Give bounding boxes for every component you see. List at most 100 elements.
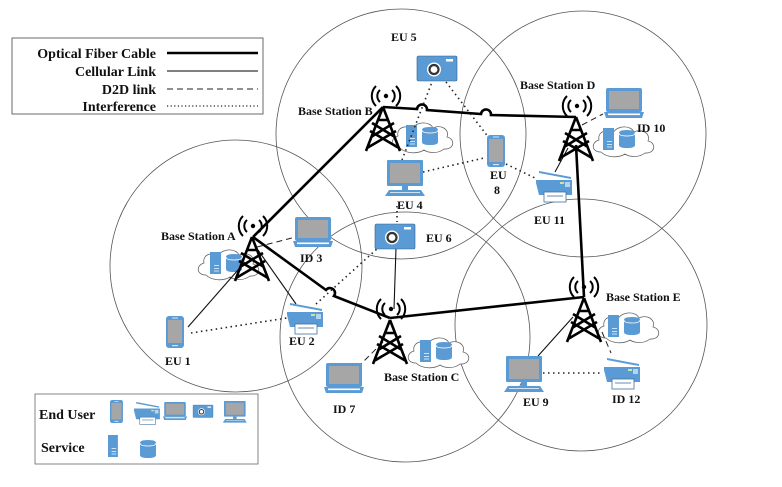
legend-camera-icon (192, 404, 214, 418)
base-station-d[interactable]: Base Station D (520, 78, 596, 163)
legend-desktop-icon (222, 401, 247, 423)
device-eu4[interactable]: EU 4 (385, 160, 425, 212)
link-legend-box (11, 37, 264, 115)
device-eu6[interactable]: EU 6 (374, 223, 452, 250)
device-id10[interactable]: ID 10 (604, 88, 665, 135)
desktop-icon (504, 356, 544, 392)
printer-icon (535, 170, 573, 203)
device-eu4-label: EU 4 (397, 198, 423, 212)
interference-eu8-eu11 (505, 163, 536, 179)
base-station-c-label: Base Station C (384, 370, 459, 384)
legend-database-icon (139, 439, 157, 459)
device-eu1-label: EU 1 (165, 354, 191, 368)
smartphone-icon (487, 135, 505, 167)
cell-tower-icon (371, 318, 409, 366)
d2d-link-d-id10 (581, 113, 604, 126)
service-cloud-a (197, 249, 260, 281)
device-id3[interactable]: ID 3 (293, 217, 333, 265)
device-eu6-label: EU 6 (426, 231, 452, 245)
server-icon (603, 128, 614, 150)
cell-tower-icon (565, 296, 603, 344)
device-id3-label: ID 3 (300, 251, 322, 265)
legend-laptop-icon (163, 402, 187, 420)
camera-icon (374, 223, 416, 250)
fiber-link-b-d (382, 103, 577, 119)
device-eu8-label-line1: EU (490, 168, 507, 182)
laptop-icon (324, 363, 364, 393)
fiber-link-a-c (252, 235, 391, 320)
interference-eu4-eu8 (422, 157, 485, 173)
device-id12[interactable]: ID 12 (603, 357, 641, 406)
database-icon (421, 126, 439, 146)
device-eu5[interactable]: EU 5 (391, 30, 458, 82)
fiber-link-c-e (389, 295, 585, 320)
fiber-link-a-b (252, 106, 384, 238)
device-eu11-label: EU 11 (534, 213, 565, 227)
printer-icon (286, 302, 324, 335)
device-id7-label: ID 7 (333, 402, 355, 416)
camera-icon (416, 55, 458, 82)
legend-service-label: Service (41, 441, 85, 456)
legend-server-icon (108, 435, 118, 457)
service-cloud-c (407, 337, 470, 369)
cellular-link-e-eu9 (537, 316, 574, 357)
base-stations: Base Station A Base Station B Base Stati… (161, 78, 681, 384)
end-devices: EU 1 EU 2 ID 3 EU 4 EU 5 EU 6 ID 7 EU (165, 30, 665, 416)
legend-interference-label: Interference (82, 100, 156, 115)
links (187, 81, 612, 374)
cellular-link-a-eu1 (187, 261, 246, 328)
legend-d2d-label: D2D link (102, 83, 156, 98)
service-cloud-e (597, 312, 660, 344)
base-station-a-label: Base Station A (161, 229, 236, 243)
base-station-e[interactable]: Base Station E (565, 276, 681, 344)
base-station-a[interactable]: Base Station A (161, 215, 271, 283)
printer-icon (603, 357, 641, 390)
cell-a (109, 139, 363, 393)
laptop-icon (293, 217, 333, 247)
base-station-b[interactable]: Base Station B (298, 85, 402, 153)
device-id10-label: ID 10 (637, 121, 665, 135)
cell-b (275, 8, 527, 260)
legend-end-user-label: End User (39, 408, 95, 423)
cellular-link-d-eu11 (554, 147, 569, 173)
service-clouds (197, 122, 660, 369)
device-eu5-label: EU 5 (391, 30, 417, 44)
legend-fiber-label: Optical Fiber Cable (37, 47, 156, 62)
desktop-icon (385, 160, 425, 196)
cell-e (454, 198, 708, 452)
d2d-link-e-id12 (601, 331, 612, 354)
radio-waves-icon (370, 85, 402, 107)
service-cloud-b (391, 122, 454, 154)
server-icon (210, 252, 221, 274)
server-icon (420, 340, 431, 362)
interference-eu1-eu2 (190, 317, 288, 334)
device-eu9[interactable]: EU 9 (504, 356, 549, 409)
laptop-icon (604, 88, 644, 118)
base-station-b-label: Base Station B (298, 104, 373, 118)
fiber-link-d-e (574, 144, 586, 298)
database-icon (618, 129, 636, 149)
device-eu8[interactable]: EU (487, 135, 507, 182)
legend-smartphone-icon (110, 400, 123, 424)
base-station-c[interactable]: Base Station C (371, 298, 459, 384)
base-station-d-label: Base Station D (520, 78, 596, 92)
device-eu2[interactable]: EU 2 (286, 302, 324, 348)
device-id12-label: ID 12 (612, 392, 640, 406)
base-station-e-label: Base Station E (606, 290, 681, 304)
device-eu9-label: EU 9 (523, 395, 549, 409)
smartphone-icon (166, 316, 184, 348)
device-eu2-label: EU 2 (289, 334, 315, 348)
legend-cellular-label: Cellular Link (75, 65, 156, 80)
database-icon (435, 341, 453, 361)
device-id7[interactable]: ID 7 (324, 363, 364, 416)
interference-eu2-eu6 (315, 247, 379, 305)
cellular-link-a-eu2 (257, 249, 297, 305)
device-eu1[interactable]: EU 1 (165, 316, 191, 368)
cell-c (279, 211, 531, 463)
device-eu11[interactable]: EU 11 (534, 170, 573, 227)
device-eu8-label-line2: 8 (494, 183, 500, 197)
link-legend: Optical Fiber Cable Cellular Link D2D li… (11, 37, 264, 115)
server-icon (608, 315, 619, 337)
cellular-link-c-eu6 (393, 247, 397, 310)
